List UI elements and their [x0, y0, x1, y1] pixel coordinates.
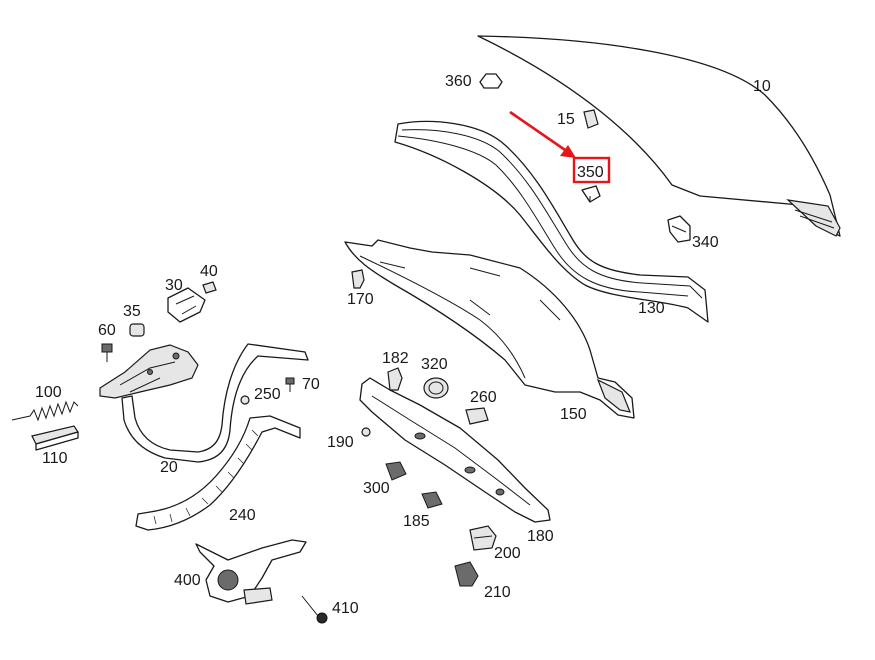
label-210[interactable]: 210 [484, 584, 511, 601]
label-250[interactable]: 250 [254, 386, 281, 403]
label-130[interactable]: 130 [638, 300, 665, 317]
label-110[interactable]: 110 [42, 450, 68, 467]
label-320[interactable]: 320 [421, 356, 448, 373]
part-70-clip[interactable] [285, 377, 295, 392]
label-260[interactable]: 260 [470, 389, 497, 406]
part-350-clip[interactable] [581, 185, 601, 203]
part-250-grommet[interactable] [240, 395, 250, 405]
label-240[interactable]: 240 [229, 507, 256, 524]
label-150[interactable]: 150 [560, 406, 587, 423]
part-200-actuator[interactable] [469, 525, 497, 551]
label-182[interactable]: 182 [382, 350, 409, 367]
part-260-clip[interactable] [465, 407, 489, 425]
part-10-trunk-lid[interactable] [477, 35, 841, 237]
part-35-bushing[interactable] [129, 323, 145, 337]
part-170-clip[interactable] [351, 269, 365, 289]
part-400-motor[interactable] [195, 539, 307, 605]
highlight-box [572, 156, 611, 184]
part-340-clip[interactable] [667, 215, 691, 243]
part-320-cap[interactable] [423, 377, 449, 399]
label-410[interactable]: 410 [332, 600, 359, 617]
label-100[interactable]: 100 [35, 384, 62, 401]
part-110-block[interactable] [31, 425, 79, 451]
label-70[interactable]: 70 [302, 376, 320, 393]
part-60-bolt[interactable] [101, 343, 113, 362]
part-300-latch[interactable] [385, 461, 407, 481]
part-360-buffer[interactable] [479, 73, 503, 89]
part-100-spring[interactable] [11, 400, 79, 422]
label-170[interactable]: 170 [347, 291, 374, 308]
part-210-lock[interactable] [454, 561, 479, 587]
label-10[interactable]: 10 [753, 78, 771, 95]
part-130-seal[interactable] [394, 120, 709, 323]
label-350[interactable]: 350 [577, 164, 604, 181]
label-20[interactable]: 20 [160, 459, 178, 476]
part-labels: 10 15 20 30 35 40 60 70 100 110 130 150 … [35, 73, 771, 617]
part-180-trim-strip[interactable] [359, 377, 551, 523]
part-410-bolt[interactable] [301, 595, 328, 624]
label-60[interactable]: 60 [98, 322, 116, 339]
label-15[interactable]: 15 [557, 111, 575, 128]
part-40-clip[interactable] [202, 281, 217, 294]
label-30[interactable]: 30 [165, 277, 183, 294]
label-340[interactable]: 340 [692, 234, 719, 251]
label-35[interactable]: 35 [123, 303, 141, 320]
label-40[interactable]: 40 [200, 263, 218, 280]
label-200[interactable]: 200 [494, 545, 521, 562]
part-15-stopper[interactable] [583, 109, 599, 129]
highlight-arrow [509, 110, 576, 158]
part-hinge-bracket[interactable] [99, 344, 199, 399]
label-300[interactable]: 300 [363, 480, 390, 497]
label-185[interactable]: 185 [403, 513, 430, 530]
part-20-hinge-arm[interactable] [121, 343, 309, 463]
part-240-cover[interactable] [135, 415, 301, 531]
part-185-clip[interactable] [421, 491, 443, 509]
part-182-clip[interactable] [387, 367, 403, 391]
label-360[interactable]: 360 [445, 73, 472, 90]
label-190[interactable]: 190 [327, 434, 354, 451]
label-400[interactable]: 400 [174, 572, 201, 589]
label-180[interactable]: 180 [527, 528, 554, 545]
part-150-trim-panel[interactable] [344, 239, 635, 419]
part-30-bracket[interactable] [167, 287, 206, 323]
part-190-clip[interactable] [361, 427, 371, 437]
